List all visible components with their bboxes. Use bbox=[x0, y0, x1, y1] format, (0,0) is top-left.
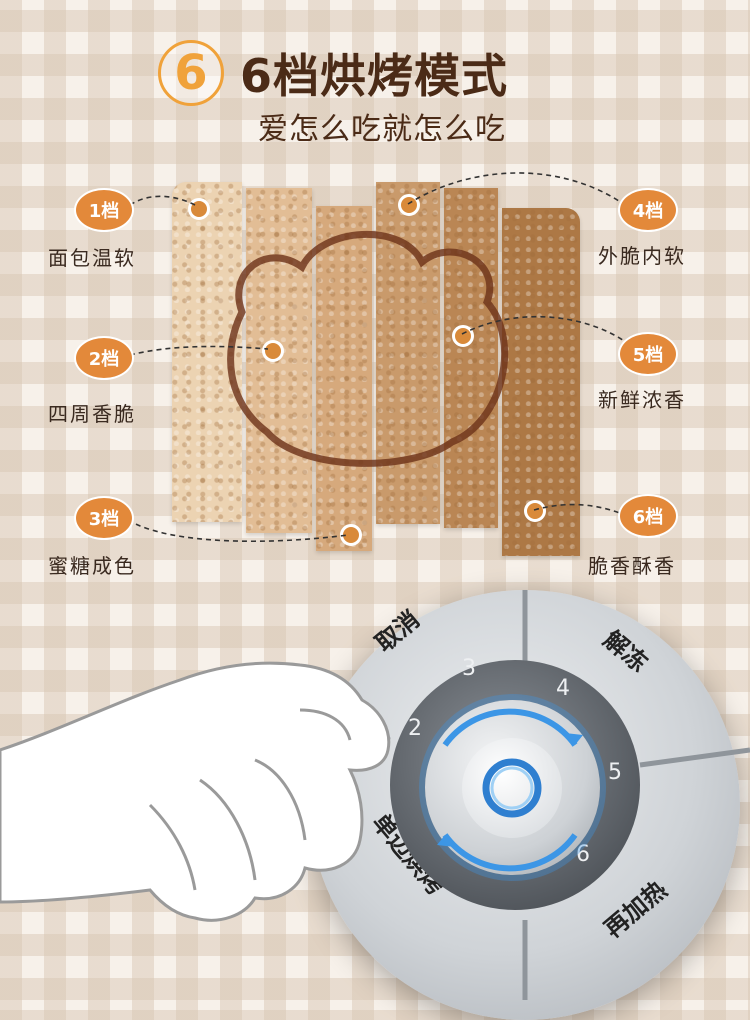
level-6-dot bbox=[524, 500, 546, 522]
hand-illustration bbox=[0, 661, 391, 922]
level-5-desc: 新鲜浓香 bbox=[598, 388, 686, 412]
bread-slice-2 bbox=[246, 188, 312, 533]
bread-slice-3 bbox=[316, 206, 372, 551]
rotate-arrow-icon bbox=[437, 708, 583, 872]
level-1-badge: 1档 bbox=[74, 188, 134, 232]
dial-number-6: 6 bbox=[576, 842, 590, 867]
level-4-desc: 外脆内软 bbox=[598, 244, 686, 268]
level-6-desc: 脆香酥香 bbox=[588, 554, 676, 578]
power-ring-icon bbox=[482, 758, 542, 818]
level-4-dot bbox=[398, 194, 420, 216]
level-1-desc: 面包温软 bbox=[48, 246, 136, 270]
level-2-badge: 2档 bbox=[74, 336, 134, 380]
level-5-badge: 5档 bbox=[618, 332, 678, 376]
title-number: 6 bbox=[174, 45, 208, 101]
page-subtitle: 爱怎么吃就怎么吃 bbox=[258, 112, 506, 147]
six-level-icon: 6 bbox=[158, 40, 224, 106]
bread-slice-4 bbox=[376, 182, 440, 524]
knob-center bbox=[462, 738, 562, 838]
level-3-desc: 蜜糖成色 bbox=[48, 554, 136, 578]
dial-number-2: 2 bbox=[408, 716, 422, 741]
page-title: 6档烘烤模式 bbox=[240, 49, 509, 103]
bear-toast-pattern-icon bbox=[227, 231, 509, 467]
level-4-badge: 4档 bbox=[618, 188, 678, 232]
dial-number-4: 4 bbox=[556, 676, 570, 701]
level-2-desc: 四周香脆 bbox=[48, 402, 136, 426]
bread-slice-6 bbox=[502, 208, 580, 556]
bread-slice-5 bbox=[444, 188, 498, 528]
level-3-badge: 3档 bbox=[74, 496, 134, 540]
level-2-dot bbox=[262, 340, 284, 362]
level-6-badge: 6档 bbox=[618, 494, 678, 538]
level-5-dot bbox=[452, 325, 474, 347]
dial-number-5: 5 bbox=[608, 760, 622, 785]
leader-lines bbox=[127, 172, 631, 543]
dial-number-3: 3 bbox=[462, 656, 476, 681]
